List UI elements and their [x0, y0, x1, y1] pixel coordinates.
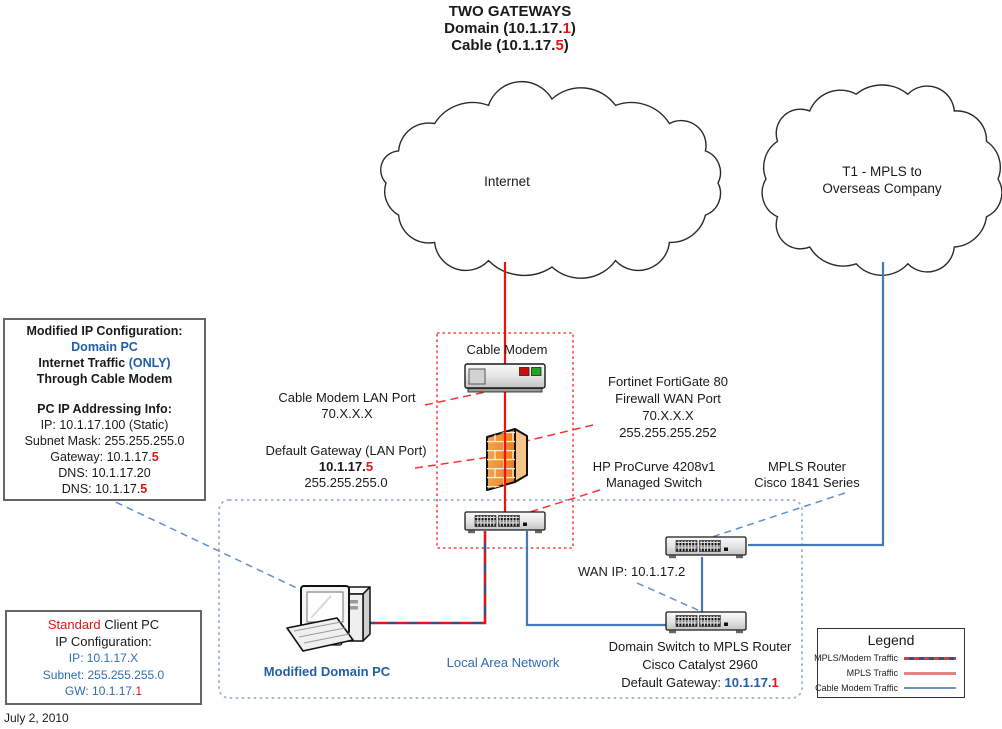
leader-modified-config-to-pc — [104, 496, 323, 601]
lan-label: Local Area Network — [446, 655, 560, 670]
fortinet-firewall-label: Fortinet FortiGate 80 Firewall WAN Port … — [608, 374, 728, 440]
combined-traffic-line-base — [362, 531, 487, 625]
t1-mpls-cloud — [761, 84, 1002, 277]
page-title: TWO GATEWAYS Domain (10.1.17.1) Cable (1… — [360, 3, 660, 54]
title-line2: Domain (10.1.17.1) — [444, 20, 576, 37]
modified-ip-config-box: Modified IP Configuration: Domain PC Int… — [3, 318, 206, 501]
legend-row-cable-modem: Cable Modem Traffic — [815, 683, 964, 693]
red-callout-leaders — [414, 389, 601, 513]
legend-swatch-combined-line — [904, 656, 956, 660]
t1-to-mpls-router-line — [748, 262, 885, 547]
date-stamp: July 2, 2010 — [4, 711, 69, 725]
leader-fortinet-firewall — [517, 424, 594, 444]
legend-row-mpls-modem: MPLS/Modem Traffic — [814, 653, 964, 663]
modified-box-heading: Modified IP Configuration: — [26, 324, 183, 338]
leader-wan-ip — [636, 582, 701, 612]
modem-red-led — [519, 367, 530, 376]
legend-swatch-cable-line — [904, 687, 956, 689]
blue-callout-leaders — [104, 492, 846, 612]
leader-cable-modem-lan-port — [424, 389, 496, 406]
standard-client-pc-box: Standard Client PC IP Configuration: IP:… — [5, 610, 202, 705]
modem-green-led — [531, 367, 542, 376]
legend: Legend MPLS/Modem Traffic MPLS Traffic C… — [814, 628, 965, 698]
mpls-router-label: MPLS Router Cisco 1841 Series — [754, 459, 860, 490]
cable-modem-label: Cable Modem — [466, 342, 548, 357]
hp-procurve-label: HP ProCurve 4208v1 Managed Switch — [592, 459, 716, 490]
leader-hp-switch — [529, 489, 601, 513]
cable-modem-device — [464, 363, 546, 393]
legend-row-mpls: MPLS Traffic — [818, 668, 964, 678]
internet-cloud — [380, 80, 722, 279]
default-gateway-label: Default Gateway (LAN Port) 10.1.17.5 255… — [265, 443, 427, 490]
legend-title: Legend — [867, 632, 915, 648]
wan-ip-label: WAN IP: 10.1.17.2 — [578, 564, 686, 579]
leader-mpls-router — [711, 492, 846, 538]
cable-modem-lan-port-label: Cable Modem LAN Port 70.X.X.X — [278, 390, 416, 421]
t1-cloud-label: T1 - MPLS to Overseas Company — [822, 164, 942, 196]
domain-switch-label: Domain Switch to MPLS Router Cisco Catal… — [608, 639, 792, 690]
hp-procurve-switch-device — [464, 511, 546, 534]
title-line3: Cable (10.1.17.5) — [451, 37, 569, 54]
hp-switch-to-domain-switch-line — [525, 531, 667, 627]
mpls-router-device — [665, 536, 747, 559]
cisco-2960-switch-device — [665, 611, 747, 634]
legend-swatch-mpls-line — [904, 671, 956, 675]
fortigate-firewall-device — [486, 428, 528, 491]
modified-domain-pc-device — [286, 585, 371, 652]
lan-boundary-box — [218, 499, 803, 699]
title-line1: TWO GATEWAYS — [448, 3, 572, 20]
modified-domain-pc-label: Modified Domain PC — [263, 664, 391, 679]
internet-cloud-label: Internet — [484, 174, 530, 189]
combined-traffic-line-dashes — [362, 531, 486, 624]
